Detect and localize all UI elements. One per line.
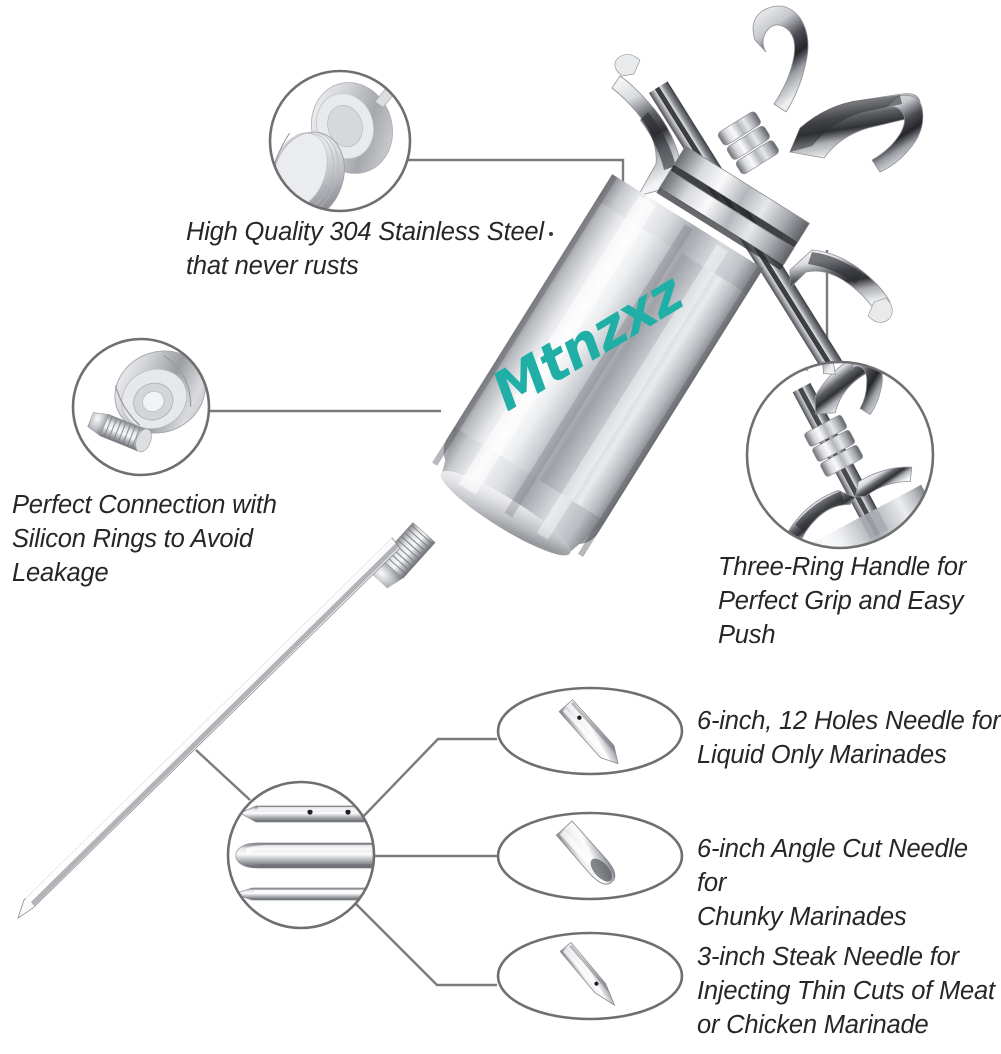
barrel-collar <box>656 145 810 271</box>
caption-silicon-rings: Perfect Connection with Silicon Rings to… <box>12 491 277 587</box>
plunger-ring-collars <box>717 111 779 175</box>
syringe-barrel <box>432 174 764 557</box>
leader-line-stainless-steel <box>404 158 625 216</box>
leader-line-needle-holes <box>357 737 497 823</box>
callout-circle-stainless-steel <box>268 69 412 213</box>
callout-needle-set <box>226 780 376 930</box>
callout-needle-angle-cut <box>496 811 684 901</box>
leader-line-needle-cluster <box>195 749 251 801</box>
callout-stainless-steel <box>268 69 412 213</box>
barrel-left-wing <box>611 54 681 197</box>
caption-stainless-steel: High Quality 304 Stainless Steel that ne… <box>186 218 544 280</box>
callout-needle-steak <box>496 931 684 1021</box>
leader-line-needle-steak <box>351 899 497 987</box>
caption-three-ring-handle: Three-Ring Handle for Perfect Grip and E… <box>718 553 967 649</box>
callout-three-ring-handle <box>745 360 935 550</box>
callout-needle-12-holes <box>496 686 684 776</box>
needle-steak-detail <box>232 887 374 901</box>
plunger-top-handle <box>752 5 924 173</box>
syringe-assembly: Mtnzxz <box>17 5 924 919</box>
needle-angle-cut-detail <box>235 842 374 869</box>
callout-circle-needle-set <box>226 780 376 930</box>
main-needle <box>17 536 401 919</box>
callout-circle-silicon-rings <box>71 337 211 477</box>
callout-circle-three-ring-handle <box>745 360 935 550</box>
barrel-right-wing <box>789 249 893 323</box>
callout-silicon-rings <box>71 337 211 477</box>
callout-ellipse-needle-steak <box>496 931 684 1021</box>
caption-needle-steak: 3-inch Steak Needle for Injecting Thin C… <box>697 943 995 1039</box>
callout-ellipse-needle-12-holes <box>496 686 684 776</box>
needle-12-holes-detail <box>239 805 374 823</box>
stray-dot-mark <box>549 232 553 236</box>
callout-ellipse-needle-angle-cut <box>496 811 684 901</box>
caption-needle-angle-cut: 6-inch Angle Cut Needle for Chunky Marin… <box>697 835 968 931</box>
caption-needle-12-holes: 6-inch, 12 Holes Needle for Liquid Only … <box>697 707 1001 769</box>
